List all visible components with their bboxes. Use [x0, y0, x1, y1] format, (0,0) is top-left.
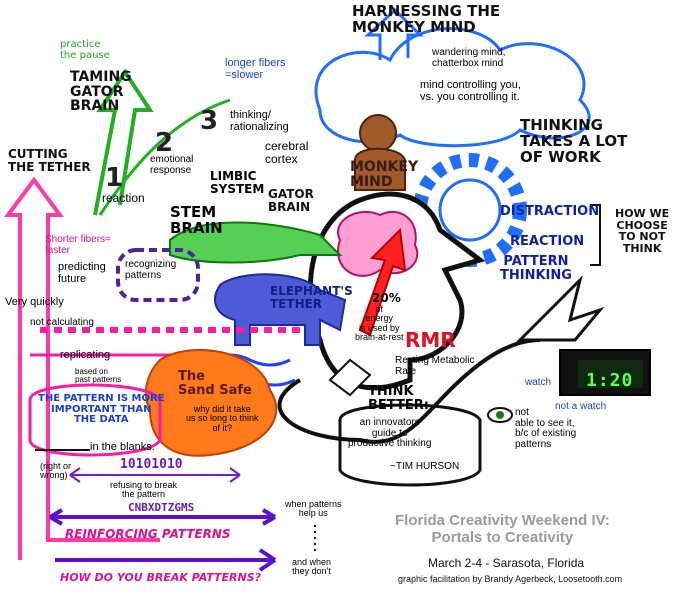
- percent-label: 20%: [372, 291, 401, 305]
- elephant-icon: [214, 273, 347, 346]
- right-bracket: [590, 204, 601, 266]
- green-steps-arrow: [98, 98, 231, 216]
- blue-up-arrow: [364, 7, 424, 60]
- watch-label: watch: [525, 377, 552, 388]
- reinforcing-label: REINFORCING PATTERNS: [65, 527, 231, 541]
- how-break-label: HOW DO YOU BREAK PATTERNS?: [60, 571, 262, 584]
- reaction-label: reaction: [102, 191, 145, 205]
- recognizing-box: [116, 248, 200, 302]
- reaction-right-label: REACTION: [510, 234, 585, 249]
- replicating-label: replicating: [60, 349, 111, 361]
- rmr-label: RMR: [405, 328, 456, 352]
- sand-safe-blob: [144, 349, 278, 457]
- monkey-icon: [359, 114, 397, 152]
- pattern-bubble: [28, 383, 162, 457]
- body-line: [277, 338, 541, 444]
- step-three: 3: [200, 106, 219, 136]
- red-arrow: [358, 227, 407, 337]
- wandering-label: wandering mind,chatterbox mind: [432, 47, 506, 69]
- step-one: 1: [105, 163, 124, 193]
- step-two: 2: [155, 128, 174, 158]
- controlling-label: mind controlling you,vs. you controlling…: [420, 79, 521, 103]
- cutting-tether-arrow: [4, 176, 160, 560]
- book-icon: [328, 358, 372, 397]
- event-dates: March 2-4 - Sarasota, Florida: [428, 556, 585, 570]
- author-label: ~TIM HURSON: [390, 461, 460, 472]
- wing-icon: [516, 275, 605, 342]
- very-quickly-label: Very quickly: [5, 296, 64, 308]
- reinforcing-arrow: [48, 508, 277, 526]
- gator-icon: [169, 221, 343, 264]
- distraction-label: DISTRACTION: [500, 204, 600, 219]
- facilitation-credit: graphic facilitation by Brandy Agerbeck,…: [398, 574, 623, 584]
- letters-sequence: CNBXDTZGMS: [128, 501, 195, 514]
- not-calculating-label: not calculating: [30, 317, 94, 328]
- shorter-fibers-label: Shorter fibers=faster: [45, 234, 111, 256]
- event-title: Florida Creativity Weekend IV:Portals to…: [395, 512, 610, 547]
- binary-sequence: 10101010: [120, 457, 183, 472]
- clock-time: 1:20: [586, 370, 634, 391]
- not-watch-label: not a watch: [555, 401, 607, 412]
- thought-cloud: [314, 27, 591, 148]
- blanks-label: in the blanks.: [90, 441, 155, 453]
- longer-fibers-label: longer fibers=slower: [225, 57, 286, 81]
- green-arrow: [93, 68, 154, 216]
- binary-arrow: [69, 467, 241, 483]
- thinking-label: thinking/rationalizing: [230, 109, 289, 133]
- think-better-bubble: [338, 403, 482, 487]
